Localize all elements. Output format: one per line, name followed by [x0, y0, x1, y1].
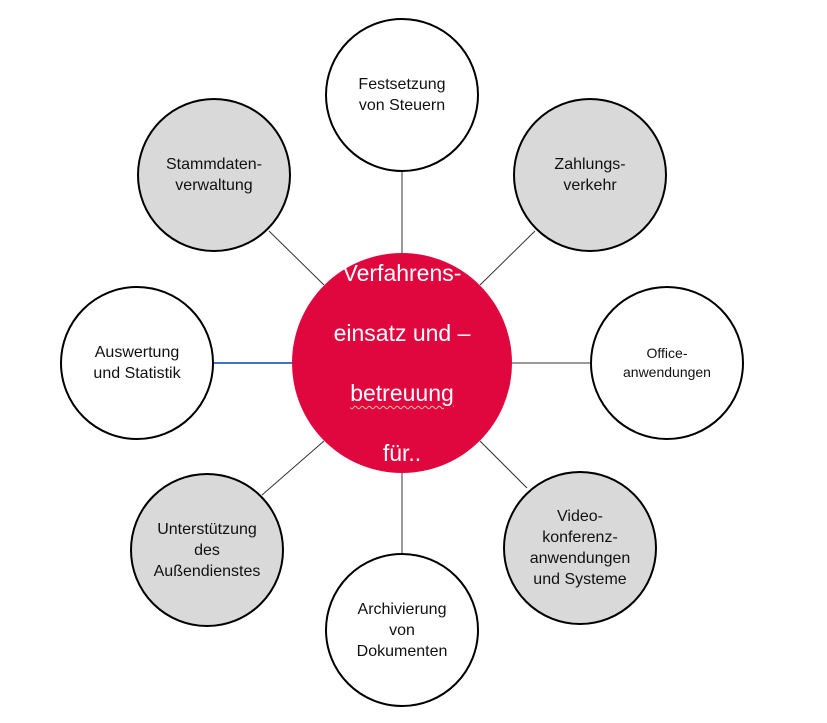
node-officeanwendungen: Office- anwendungen [590, 286, 744, 440]
node-archivierung: Archivierung von Dokumenten [325, 553, 479, 707]
center-line-1: Verfahrens- [342, 260, 462, 286]
node-stammdatenverwaltung: Stammdaten- verwaltung [137, 98, 291, 252]
node-zahlungsverkehr: Zahlungs- verkehr [513, 98, 667, 252]
center-line-2: einsatz und – [333, 320, 471, 346]
connector-unterstuetzung [261, 440, 325, 496]
center-line-3: betreuung [350, 380, 454, 406]
node-auswertung-statistik: Auswertung und Statistik [60, 286, 214, 440]
node-videokonferenzanwendungen: Video- konferenz- anwendungen und System… [503, 471, 657, 625]
connector-stammdaten [268, 230, 325, 286]
node-unterstuetzung-aussendienst: Unterstützung des Außendienstes [130, 473, 284, 627]
center-line-4: für.. [382, 440, 422, 466]
connector-zahlungsverkehr [479, 230, 536, 286]
node-festsetzung-von-steuern: Festsetzung von Steuern [325, 18, 479, 172]
center-node: Verfahrens- einsatz und – betreuung für.… [292, 253, 512, 473]
connector-video [479, 440, 528, 489]
